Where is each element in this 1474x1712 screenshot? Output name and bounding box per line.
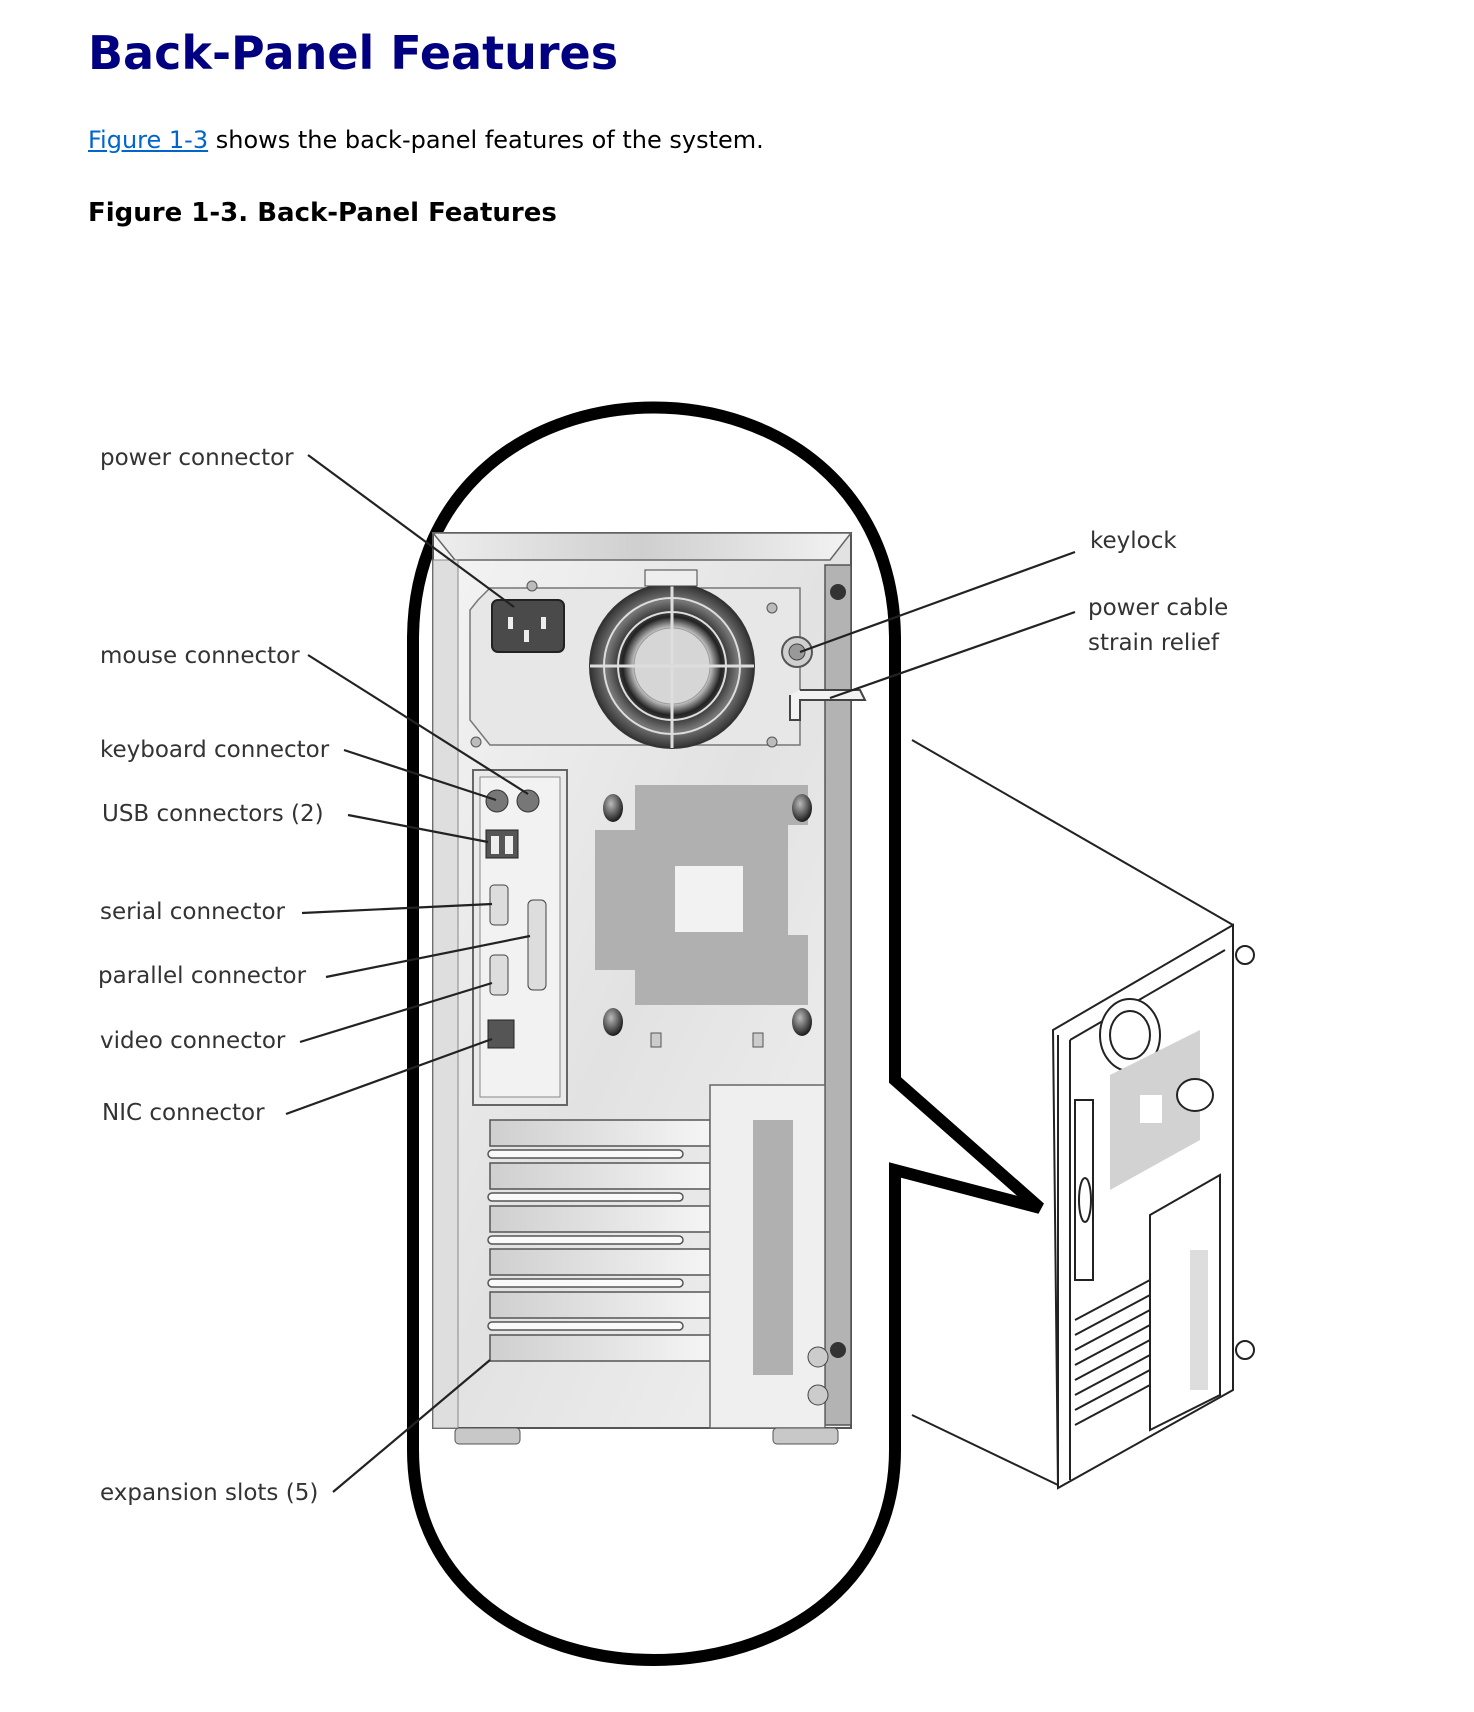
expansion-slot xyxy=(487,1149,684,1159)
parallel-port xyxy=(527,899,547,991)
label-keyboard-connector: keyboard connector xyxy=(100,737,330,763)
label-parallel-connector: parallel connector xyxy=(98,963,307,989)
tower-overview-illustration xyxy=(911,739,1255,1490)
callout-labels: power connector mouse connector keyboard… xyxy=(98,445,1228,1506)
expansion-slot xyxy=(487,1192,684,1202)
intro-text: shows the back-panel features of the sys… xyxy=(208,126,764,154)
label-strain-relief-line2: strain relief xyxy=(1088,630,1220,656)
expansion-slot xyxy=(487,1235,684,1245)
expansion-slot xyxy=(487,1321,684,1331)
label-expansion-slots: expansion slots (5) xyxy=(100,1480,318,1506)
video-port xyxy=(489,954,509,996)
label-power-connector: power connector xyxy=(100,445,294,471)
keylock-port xyxy=(781,636,813,668)
expansion-slot-cover xyxy=(489,1291,711,1319)
label-nic-connector: NIC connector xyxy=(102,1100,265,1126)
label-mouse-connector: mouse connector xyxy=(100,643,300,669)
figure-link[interactable]: Figure 1-3 xyxy=(88,126,209,154)
label-usb-connectors: USB connectors (2) xyxy=(102,801,324,827)
label-video-connector: video connector xyxy=(100,1028,286,1054)
expansion-slot-cover xyxy=(489,1248,711,1276)
expansion-slot-cover xyxy=(489,1119,711,1147)
ps2-ports xyxy=(485,789,540,813)
expansion-slot xyxy=(487,1278,684,1288)
expansion-slot-cover xyxy=(489,1205,711,1233)
expansion-slot-cover xyxy=(489,1162,711,1190)
page-title: Back-Panel Features xyxy=(88,26,619,80)
fan-grille xyxy=(589,569,755,749)
intro-paragraph: Figure 1-3 shows the back-panel features… xyxy=(88,126,764,154)
power-cable-strain-relief xyxy=(789,689,867,721)
tower-back-panel xyxy=(431,532,867,1445)
leader-lines xyxy=(285,454,1076,1493)
label-power-cable-line1: power cable xyxy=(1088,595,1228,621)
usb-ports xyxy=(485,829,519,859)
serial-port xyxy=(489,884,509,926)
power-connector-port xyxy=(491,599,565,653)
nic-port xyxy=(487,1019,515,1049)
expansion-slots xyxy=(487,1119,711,1362)
figure-caption: Figure 1-3. Back-Panel Features xyxy=(88,198,557,228)
expansion-slot-cover xyxy=(489,1334,711,1362)
label-keylock: keylock xyxy=(1090,528,1177,554)
label-serial-connector: serial connector xyxy=(100,899,286,925)
callout-bubble xyxy=(407,401,1044,1666)
